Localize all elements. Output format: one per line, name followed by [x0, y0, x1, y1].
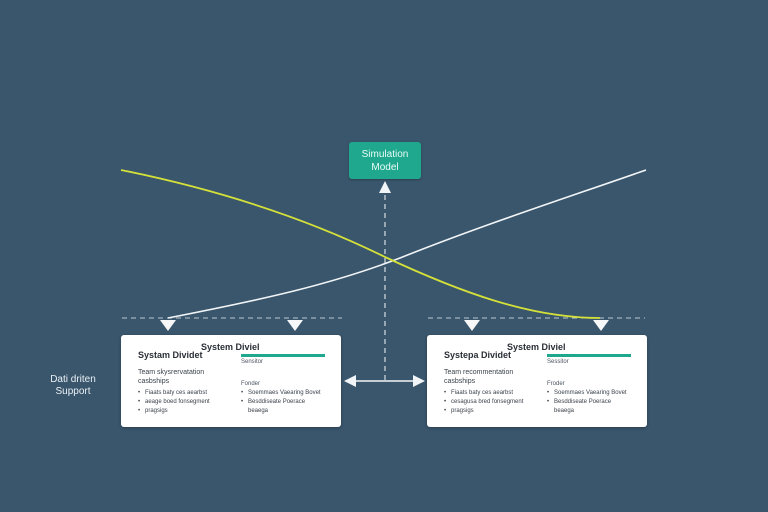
side-label-line1: Dati driten — [50, 374, 96, 385]
card-lead-text: Team skysrervatation casbships — [138, 368, 204, 386]
accent-bar-label: Sessitor — [547, 359, 569, 365]
card-title-top: System Diviel — [201, 342, 260, 352]
falling-curve — [120, 169, 601, 319]
data-driven-support-label: Dati driten Support — [40, 374, 106, 398]
simulation-model-node: Simulation Model — [349, 142, 421, 179]
card-title: Systepa Dividet — [444, 350, 512, 360]
down-arrow-icon — [593, 320, 609, 331]
list-item: •cesagusa bred fonsegment — [444, 399, 524, 405]
accent-bar — [547, 354, 631, 357]
list-item: •Besddiseate Poerace — [547, 399, 612, 405]
card-bullet-list-right: •Soemmaes Vaearing Bovet •Besddiseate Po… — [241, 389, 321, 416]
list-item: •aeage boed fonsegment — [138, 399, 210, 405]
list-item: •Besddiseate Poerace — [241, 399, 306, 405]
accent-bar — [241, 354, 325, 357]
card-lead-line2: casbships — [444, 378, 476, 385]
card-lead-text: Team recommentation casbships — [444, 368, 513, 386]
system-card-left: System Diviel Systam Dividet Sensitor Te… — [121, 335, 341, 427]
card-bullet-list-left: •Fiaats baty ces aearbst •cesagusa bred … — [444, 389, 523, 416]
card-lead-line2: casbships — [138, 378, 170, 385]
rising-curve — [167, 169, 647, 319]
down-arrow-icon — [287, 320, 303, 331]
list-item: •Fiaats baty ces aearbst — [138, 390, 208, 396]
right-arrow-icon — [413, 375, 425, 387]
card-bullet-list-left: •Fiaats baty ces aearbst •aeage boed fon… — [138, 389, 210, 416]
card-title: Systam Dividet — [138, 350, 203, 360]
down-arrow-icon — [160, 320, 176, 331]
down-arrow-icon — [464, 320, 480, 331]
card-lead-line1: Team skysrervatation — [138, 369, 205, 376]
list-item: •pragsigs — [138, 408, 168, 414]
accent-bar-label: Sensitor — [241, 359, 264, 365]
list-item: beaega — [248, 408, 269, 414]
list-item: •pragsigs — [444, 408, 474, 414]
system-card-right: System Diviel Systepa Dividet Sessitor T… — [427, 335, 647, 427]
card-title-top: System Diviel — [507, 342, 566, 352]
card-subheading: Fonder — [241, 381, 261, 387]
sim-node-line2: Model — [371, 161, 399, 173]
list-item: beaega — [554, 408, 575, 414]
left-arrow-icon — [344, 375, 356, 387]
sim-node-line1: Simulation — [361, 148, 409, 160]
card-subheading: Froder — [547, 381, 565, 387]
up-arrow-icon — [379, 181, 391, 193]
card-bullet-list-right: •Soemmaes Vaearing Bovet •Besddiseate Po… — [547, 389, 627, 416]
list-item: •Fiaats baty ces aearbst — [444, 390, 514, 396]
card-lead-line1: Team recommentation — [444, 369, 514, 376]
list-item: •Soemmaes Vaearing Bovet — [547, 390, 627, 396]
list-item: •Soemmaes Vaearing Bovet — [241, 390, 321, 396]
side-label-line2: Support — [55, 386, 91, 397]
